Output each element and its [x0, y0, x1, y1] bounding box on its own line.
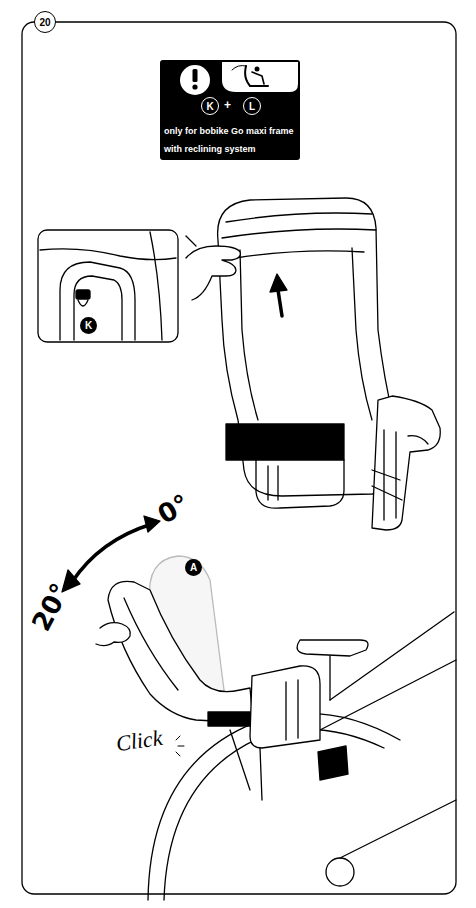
page-frame	[22, 22, 456, 894]
mounting-block	[226, 424, 344, 460]
callout-letter: A	[185, 559, 202, 576]
child-seat	[218, 198, 398, 496]
angle-label: 0°	[153, 488, 195, 530]
reclined-seat	[108, 581, 252, 722]
callout-text: A	[190, 562, 197, 573]
saddle	[297, 640, 368, 656]
warning-box	[160, 60, 300, 160]
hand	[186, 246, 240, 300]
callout-letter: L	[243, 97, 261, 115]
callout-letter: K	[201, 97, 219, 115]
callout-letter: K	[80, 317, 97, 334]
tilt-arrow	[72, 524, 152, 582]
page-number: 20	[34, 11, 56, 33]
detail-inset	[38, 230, 178, 342]
foot-rest	[372, 396, 440, 530]
callout-text: L	[249, 101, 255, 112]
note-text: only for bobike Go maxi frame with recli…	[164, 126, 294, 154]
carrier-mount	[250, 666, 320, 748]
plus-sign: +	[224, 98, 231, 112]
callout-text: K	[206, 101, 213, 112]
callout-text: 20	[39, 17, 50, 28]
callout-text: K	[85, 320, 92, 331]
reclined-seat-icon	[222, 62, 298, 92]
click-sound: Click	[114, 725, 164, 757]
